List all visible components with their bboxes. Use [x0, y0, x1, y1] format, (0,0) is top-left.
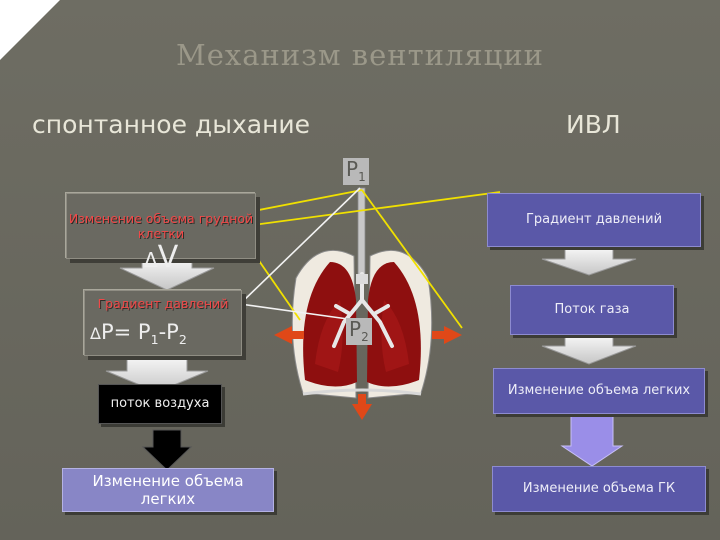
box-lung-volume-change-left-label: Изменение объема легких — [92, 472, 244, 508]
arrow-down-right-1 — [541, 247, 637, 276]
box-chest-volume-change-label: Изменение объема грудной клетки — [68, 211, 254, 241]
box-lung-volume-change-right-label: Изменение объема легких — [507, 383, 691, 399]
pressure-gradient-left-label: Градиент давлений — [97, 296, 229, 311]
arrow-down-purple — [560, 414, 624, 467]
box-pressure-gradient-left: Градиент давлений — [84, 290, 242, 356]
lungs-illustration — [291, 187, 433, 399]
arrow-down-1 — [119, 257, 215, 291]
connector-white-p2 — [239, 303, 356, 321]
connector-white-p1 — [239, 187, 361, 305]
box-pressure-gradient-right-label: Градиент давлений — [525, 212, 663, 228]
connector-yellow-right — [361, 189, 463, 329]
arrow-down-black — [141, 429, 193, 471]
pressure-p2-label: P2 — [346, 318, 372, 345]
box-lung-volume-change-right: Изменение объема легких — [493, 368, 705, 414]
corner-decoration — [0, 0, 60, 60]
red-arrow-down — [352, 394, 372, 420]
box-chest-volume-change-right: Изменение объема ГК — [492, 466, 706, 512]
slide-title: Механизм вентиляции — [176, 38, 544, 72]
pressure-p1-label: P1 — [343, 158, 369, 185]
delta-p-formula: ΔP= P1-P2 — [90, 320, 187, 348]
box-pressure-gradient-right: Градиент давлений — [487, 193, 701, 247]
box-gas-flow-label: Поток газа — [554, 302, 630, 318]
box-chest-volume-change-right-label: Изменение объема ГК — [522, 481, 676, 497]
delta-v-formula: ΔV — [144, 240, 179, 275]
red-arrow-left — [274, 326, 304, 344]
header-spontaneous-breathing: спонтанное дыхание — [32, 110, 311, 139]
box-gas-flow: Поток газа — [510, 285, 674, 335]
arrow-down-2 — [105, 356, 209, 393]
box-airflow: поток воздуха — [98, 384, 222, 424]
box-chest-volume-change: Изменение объема грудной клетки — [66, 193, 256, 259]
box-airflow-label: поток воздуха — [110, 396, 210, 412]
header-mechanical-ventilation: ИВЛ — [566, 110, 621, 139]
box-lung-volume-change-left: Изменение объема легких — [62, 468, 274, 512]
red-arrow-right — [432, 326, 462, 344]
arrow-down-right-2 — [541, 335, 637, 365]
